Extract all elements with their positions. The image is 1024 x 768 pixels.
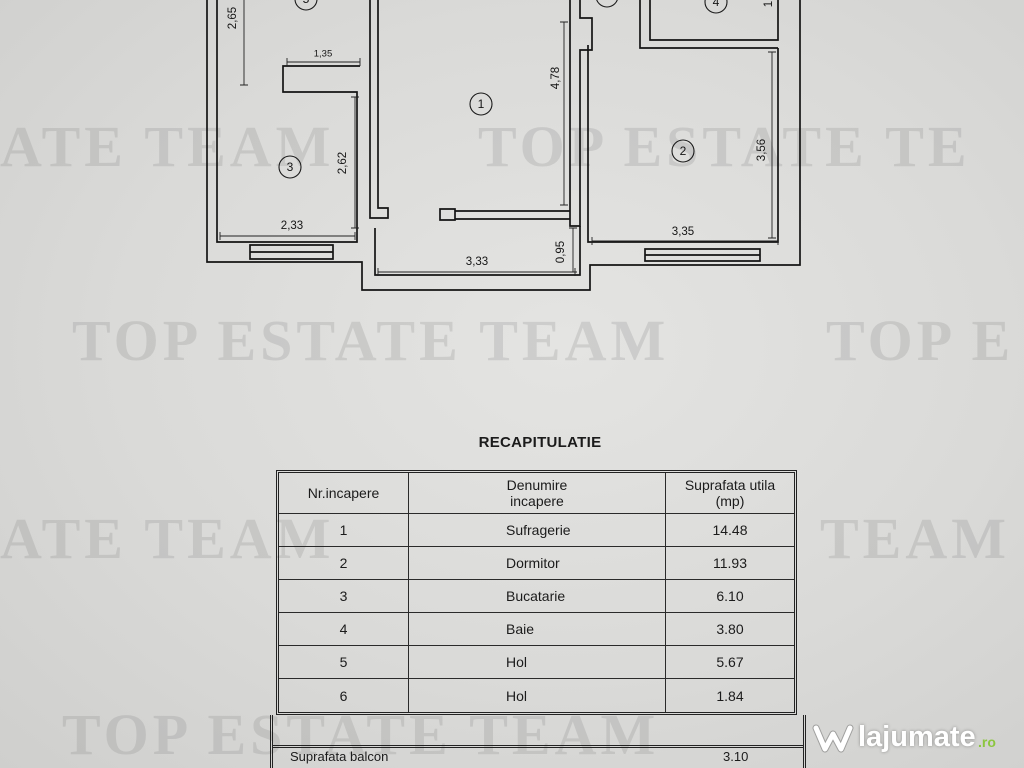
summary-table: Nr.incapere Denumire incapere Suprafata … (276, 470, 797, 715)
dimension-label: 2,65 (227, 7, 239, 29)
room-name: Hol (409, 679, 666, 712)
lajumate-logo-icon (812, 724, 854, 753)
table-row: 5 Hol 5.67 (279, 646, 794, 679)
floor-plan: 2,65 1,35 2,62 2,33 4,78 3,33 0,95 3,35 … (206, 0, 801, 291)
room-number: 5 (279, 646, 409, 678)
dimension-label: 0,95 (555, 241, 567, 263)
room-number: 3 (279, 580, 409, 612)
dimension-line (286, 58, 361, 66)
summary-title: RECAPITULATIE (478, 434, 602, 451)
table-row: 1 Sufragerie 14.48 (279, 514, 794, 547)
room-area: 11.93 (713, 555, 747, 571)
dimension-line (591, 237, 779, 245)
balcony-area: 3.10 (723, 749, 749, 764)
dimension-label: 3,56 (756, 139, 768, 161)
dimension-line (768, 51, 776, 239)
table-row: 3 Bucatarie 6.10 (279, 580, 794, 613)
logo-tld: .ro (978, 734, 996, 750)
header-room-name-line2: incapere (510, 493, 564, 509)
room-marker-4-circle (704, 0, 728, 14)
watermark-text: TOP E (826, 308, 1015, 373)
exterior-wall (206, 0, 801, 291)
table-row: 4 Baie 3.80 (279, 613, 794, 646)
living-lower-wall (374, 226, 581, 276)
logo-name: lajumate (858, 721, 976, 753)
watermark-text: TEAM (820, 506, 1010, 571)
room-name: Bucatarie (409, 580, 666, 612)
header-area-line1: Suprafata utila (684, 477, 776, 493)
table-row: 6 Hol 1.84 (279, 679, 794, 712)
room-area: 14.48 (712, 522, 748, 538)
empty-row (273, 715, 803, 748)
bathroom-wall-inner (649, 0, 779, 41)
room-area: 5.67 (716, 654, 744, 670)
room-number: 4 (279, 613, 409, 645)
dimension-line (560, 21, 568, 206)
header-area: Suprafata utila (mp) (666, 473, 794, 513)
room-marker-6-circle (596, 0, 618, 8)
watermark-text: TOP ESTATE TE (478, 114, 971, 179)
room-number: 6 (279, 679, 409, 712)
bedroom-window (644, 248, 761, 262)
room-name: Hol (409, 646, 666, 678)
balcony-label: Suprafata balcon (290, 749, 389, 764)
room-name: Sufragerie (409, 514, 666, 546)
header-room-name-line1: Denumire (506, 477, 568, 493)
dimension-line (219, 232, 356, 240)
balcony-row: Suprafata balcon 3.10 (273, 748, 803, 765)
room-number: 1 (279, 514, 409, 546)
lajumate-logo: lajumate .ro (812, 718, 1018, 760)
room-marker-1-circle (469, 92, 493, 116)
dimension-label: 4,78 (550, 67, 562, 89)
living-left-wall (369, 0, 389, 219)
living-right-wall (569, 0, 593, 227)
dimension-label: 3,33 (466, 256, 488, 268)
watermark-text: ATE TEAM (0, 114, 335, 179)
room-area: 6.10 (716, 588, 744, 604)
dimension-line (569, 227, 577, 273)
room-marker-4: 4 (713, 0, 720, 9)
room-area: 3.80 (716, 621, 744, 637)
watermark-text: TOP ESTATE TEAM (72, 308, 670, 373)
room-marker-3-circle (278, 155, 302, 179)
room-marker-5: 5 (303, 0, 310, 6)
bedroom-inner-wall (587, 45, 779, 243)
dimension-label: 1,35 (314, 49, 333, 60)
room-marker-2-circle (671, 139, 695, 163)
dimension-line (240, 0, 248, 86)
dimension-label: 3,35 (672, 226, 694, 238)
balcony-door (439, 208, 570, 221)
bathroom-wall-outer (639, 0, 778, 49)
room-marker-2: 2 (680, 144, 687, 158)
kitchen-hall-wall (216, 0, 360, 243)
room-marker-3: 3 (287, 160, 294, 174)
dimension-line (351, 96, 359, 229)
room-marker-5-circle (294, 0, 318, 11)
header-room-number-label: Nr.incapere (307, 485, 380, 501)
dimension-label: 2,62 (337, 152, 349, 174)
room-marker-1: 1 (478, 97, 485, 111)
room-area: 1.84 (716, 687, 744, 704)
watermark-text: ATE TEAM (0, 506, 335, 571)
summary-table-extra: Suprafata balcon 3.10 (270, 715, 806, 768)
room-number: 2 (279, 547, 409, 579)
watermark-text: TOP ESTATE TEAM (62, 702, 660, 767)
dimension-label: 2,33 (281, 220, 303, 232)
header-room-number: Nr.incapere (279, 473, 409, 513)
header-area-line2: (mp) (715, 493, 745, 509)
dimension-label: 1 (763, 1, 775, 7)
table-header-row: Nr.incapere Denumire incapere Suprafata … (279, 473, 794, 514)
header-room-name: Denumire incapere (409, 473, 666, 513)
room-name: Baie (409, 613, 666, 645)
room-name: Dormitor (409, 547, 666, 579)
kitchen-window (249, 244, 334, 260)
table-row: 2 Dormitor 11.93 (279, 547, 794, 580)
